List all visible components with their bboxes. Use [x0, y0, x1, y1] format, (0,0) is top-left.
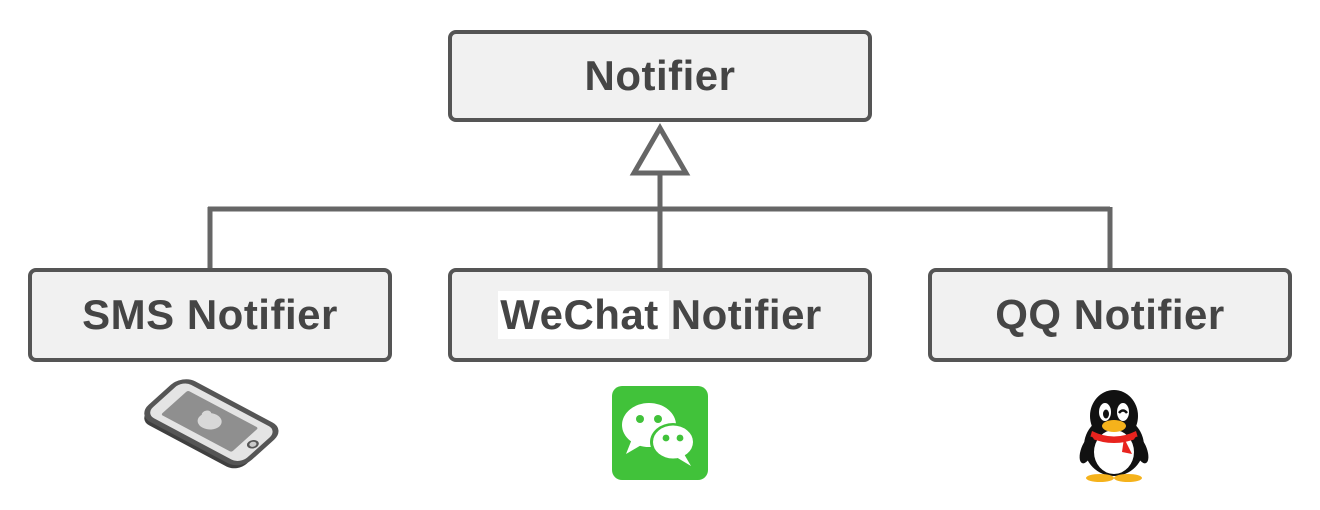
- wechat-icon: [612, 386, 708, 480]
- qq-penguin-icon: [1079, 390, 1149, 482]
- notifier-label: Notifier: [584, 52, 736, 99]
- qq-notifier-class-box: QQ Notifier: [928, 268, 1292, 362]
- notifier-class-box: Notifier: [448, 30, 872, 122]
- sms-notifier-label: SMS Notifier: [82, 291, 338, 338]
- wechat-notifier-label-word: WeChat: [498, 291, 669, 339]
- wechat-notifier-label-suffix: Notifier: [670, 291, 822, 338]
- sms-notifier-class-box: SMS Notifier: [28, 268, 392, 362]
- qq-notifier-label: QQ Notifier: [995, 291, 1225, 338]
- inheritance-arrowhead: [629, 123, 691, 176]
- smartphone-icon: [144, 379, 279, 469]
